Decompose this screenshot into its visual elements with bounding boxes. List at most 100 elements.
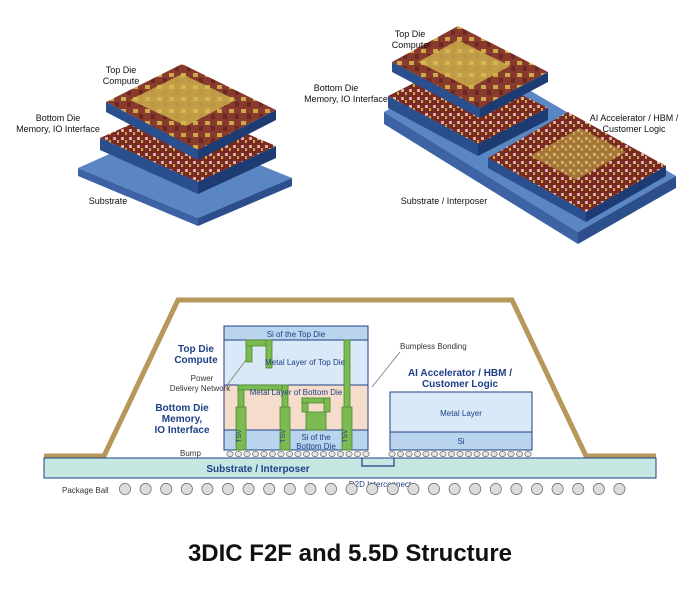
bottom-die-label-3: IO Interface bbox=[154, 425, 209, 436]
top-die-3d-right bbox=[392, 26, 548, 118]
tsv-columns bbox=[235, 406, 353, 451]
bump bbox=[268, 451, 276, 457]
tsv-label-2: TSV bbox=[280, 429, 287, 443]
si-bottom-text-2: Bottom Die bbox=[296, 442, 336, 451]
ai-si-text: Si bbox=[457, 437, 464, 446]
bump bbox=[277, 451, 285, 457]
bump bbox=[422, 451, 430, 457]
bumpless-bonding-label: Bumpless Bonding bbox=[400, 342, 467, 351]
top-die-label-right: Top Die bbox=[395, 29, 426, 39]
bump bbox=[430, 451, 438, 457]
package-ball-row bbox=[119, 483, 626, 495]
bump bbox=[388, 451, 396, 457]
interposer-label-right: Substrate / Interposer bbox=[401, 196, 488, 206]
cross-section: Si of the Top Die Metal Layer of Top Die… bbox=[43, 297, 657, 495]
bottom-die-label-right: Bottom Die bbox=[314, 83, 359, 93]
bump bbox=[353, 451, 361, 457]
bump bbox=[396, 451, 404, 457]
bump bbox=[498, 451, 506, 457]
stacked-die-cross-section: Si of the Top Die Metal Layer of Top Die… bbox=[223, 325, 369, 451]
top-left-3d-stack: Top Die Compute Bottom Die Memory, IO In… bbox=[16, 64, 292, 226]
metal-top-die-text: Metal Layer of Top Die bbox=[265, 358, 345, 367]
si-bottom-text-1: Si of the bbox=[301, 433, 331, 442]
package-ball bbox=[613, 483, 626, 495]
bump bbox=[260, 451, 268, 457]
ai-accelerator-cross-section: AI Accelerator / HBM / Customer Logic Me… bbox=[389, 368, 533, 451]
tsv-label-3: TSV bbox=[342, 429, 349, 443]
bottom-die-sub-right: Memory, IO Interface bbox=[304, 94, 388, 104]
bump bbox=[345, 451, 353, 457]
ai-metal-layer-text: Metal Layer bbox=[440, 409, 482, 418]
tsv-label-1: TSV bbox=[236, 429, 243, 443]
si-top-die-text: Si of the Top Die bbox=[267, 330, 326, 339]
top-die-compute-label-1: Top Die bbox=[178, 344, 214, 355]
package-ball bbox=[201, 483, 214, 495]
package-ball bbox=[283, 483, 296, 495]
top-right-3d-stack: Top Die Compute Bottom Die Memory, IO In… bbox=[304, 26, 679, 244]
package-ball bbox=[428, 483, 440, 495]
bump bbox=[336, 451, 344, 457]
substrate-interposer-text: Substrate / Interposer bbox=[206, 464, 309, 475]
package-ball bbox=[469, 483, 482, 495]
ai-si-block bbox=[389, 431, 533, 451]
bump bbox=[413, 451, 421, 457]
bump bbox=[235, 451, 243, 457]
bump bbox=[294, 451, 302, 457]
bump bbox=[362, 451, 370, 457]
power-delivery-label-2: Delivery Network bbox=[170, 384, 231, 393]
bump bbox=[481, 451, 489, 457]
si-bottom-die-block bbox=[223, 429, 369, 451]
package-ball bbox=[325, 483, 337, 495]
top-die-sub-left: Compute bbox=[103, 76, 140, 86]
bump-row bbox=[226, 451, 532, 457]
package-ball bbox=[366, 483, 379, 495]
top-die-sub-right: Compute bbox=[392, 40, 429, 50]
bump bbox=[447, 451, 455, 457]
bump bbox=[456, 451, 464, 457]
bump bbox=[473, 451, 481, 457]
bump bbox=[226, 451, 234, 457]
package-ball bbox=[551, 483, 564, 495]
ai-accelerator-label-1: AI Accelerator / HBM / bbox=[408, 368, 512, 379]
package-ball bbox=[304, 483, 317, 495]
bump bbox=[464, 451, 472, 457]
package-ball bbox=[222, 483, 234, 495]
package-ball bbox=[263, 483, 276, 495]
metal-bottom-die-text: Metal Layer of Bottom Die bbox=[250, 388, 343, 397]
substrate-label-left: Substrate bbox=[89, 196, 128, 206]
power-delivery-label-1: Power bbox=[191, 374, 214, 383]
bump bbox=[285, 451, 293, 457]
power-delivery-leader bbox=[227, 359, 247, 385]
package-ball bbox=[448, 483, 461, 495]
package-ball bbox=[531, 483, 543, 495]
bumpless-bonding-leader bbox=[371, 351, 401, 388]
bump bbox=[302, 451, 310, 457]
top-die-label-left: Top Die bbox=[106, 65, 137, 75]
package-ball bbox=[572, 483, 585, 495]
bump bbox=[328, 451, 336, 457]
package-ball bbox=[510, 483, 523, 495]
top-die-3d-left bbox=[106, 64, 276, 160]
d2d-interconnect-path bbox=[361, 458, 395, 467]
bump-label: Bump bbox=[180, 449, 201, 458]
package-ball bbox=[489, 483, 502, 495]
ai-label-right-line2: Customer Logic bbox=[602, 124, 666, 134]
bottom-die-sub-left: Memory, IO Interface bbox=[16, 124, 100, 134]
bump bbox=[311, 451, 319, 457]
package-ball bbox=[592, 483, 605, 495]
bump bbox=[319, 451, 327, 457]
ai-accelerator-label-2: Customer Logic bbox=[422, 379, 499, 390]
substrate-interposer-block bbox=[43, 457, 657, 479]
bottom-die-label-2: Memory, bbox=[162, 414, 203, 425]
bump bbox=[507, 451, 515, 457]
package-ball bbox=[119, 483, 131, 495]
bump bbox=[524, 451, 532, 457]
ai-metal-layer-block bbox=[389, 391, 533, 433]
bump bbox=[405, 451, 413, 457]
bump bbox=[439, 451, 447, 457]
ai-label-right-line1: AI Accelerator / HBM / bbox=[590, 113, 679, 123]
bump bbox=[252, 451, 260, 457]
package-lid bbox=[44, 297, 656, 459]
ai-accelerator-die-3d bbox=[488, 112, 666, 222]
